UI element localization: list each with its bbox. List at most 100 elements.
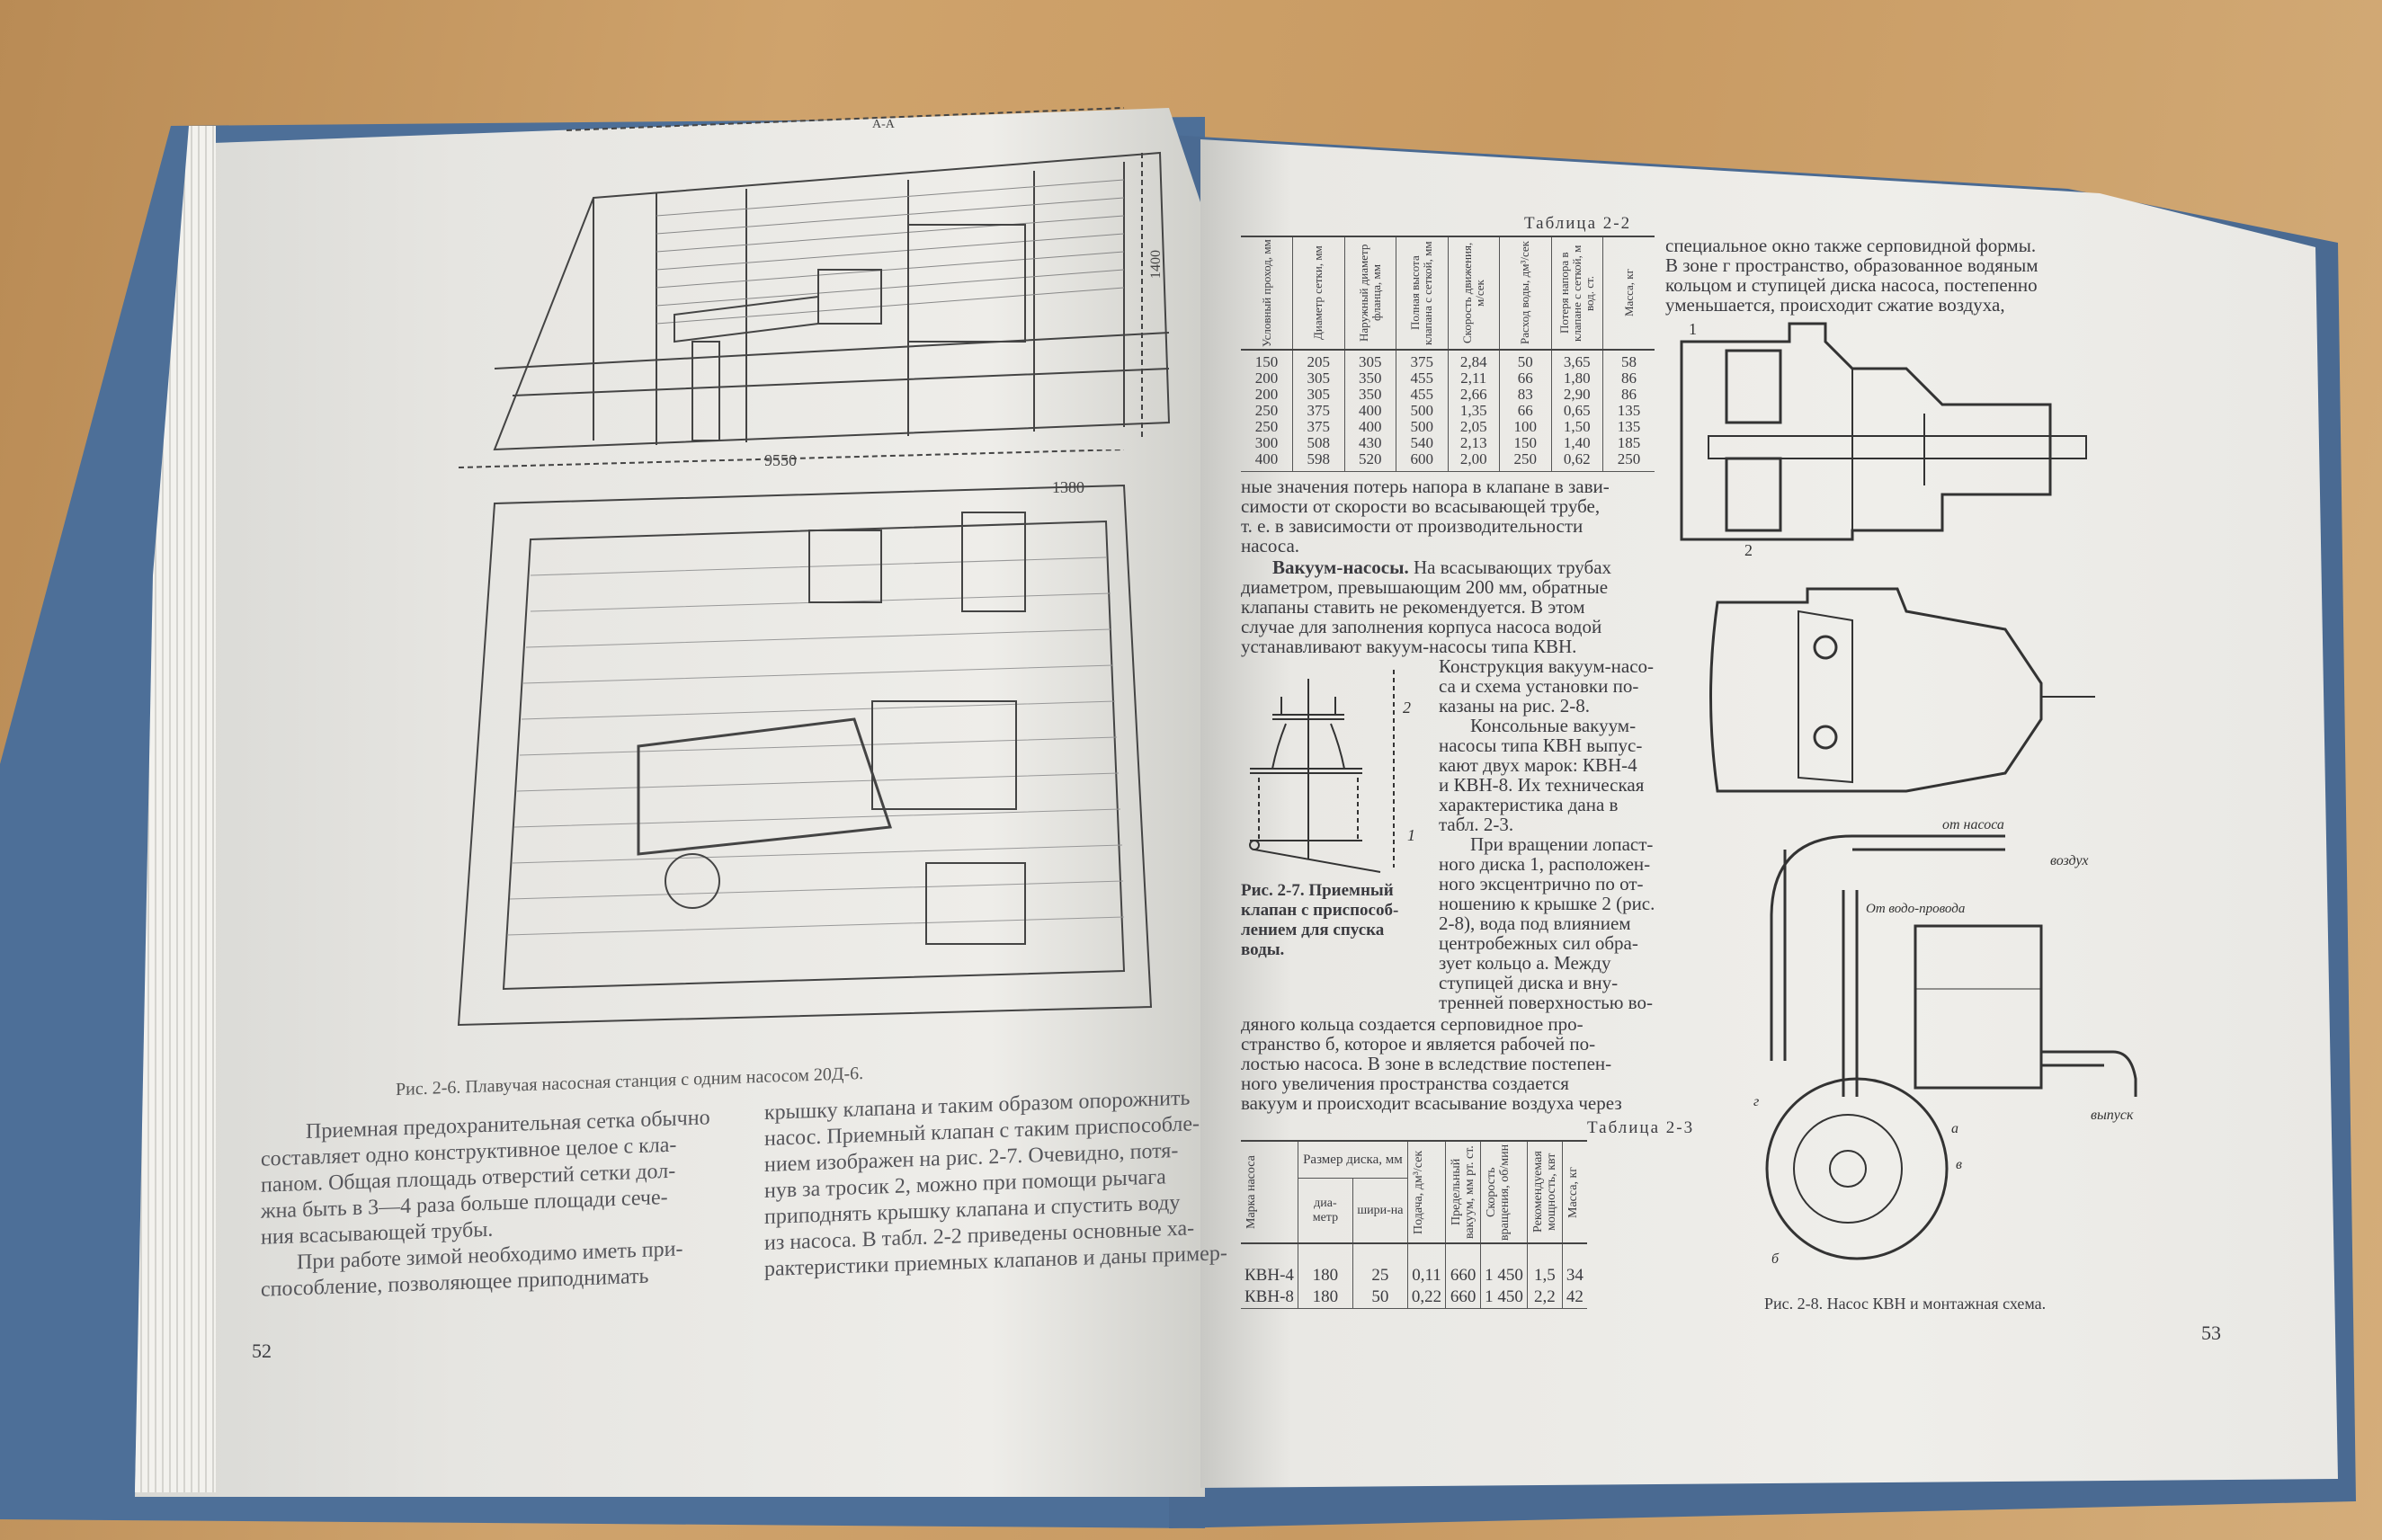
table-cell: 83 [1517, 386, 1533, 403]
text-line: дяного кольца создается серповидное про- [1241, 1013, 1584, 1035]
label-g: г [1753, 1094, 1759, 1109]
text-line: симости от скорости во всасывающей трубе… [1241, 495, 1601, 517]
table-cell: 250 [1254, 418, 1279, 435]
text-after-table: ные значения потерь напора в клапане в з… [1241, 476, 1610, 556]
table-2-2-title: Таблица 2-2 [1524, 214, 1632, 233]
table-header: Наружный диаметр фланца, мм [1356, 244, 1383, 343]
caption-line: клапан с приспособ- [1241, 901, 1399, 920]
table-cell: КВН-8 [1245, 1287, 1294, 1306]
header-power: Рекомендуемая мощность, квт [1530, 1151, 1558, 1233]
table-cell: 3,65 [1563, 353, 1591, 370]
header-speed: Скорость вращения, об/мин [1485, 1144, 1512, 1241]
text-line: са и схема установки по- [1439, 675, 1639, 697]
figure-2-7-caption: Рис. 2-7. Приемный клапан с приспособ- л… [1241, 881, 1398, 960]
label-v: в [1956, 1157, 1962, 1172]
text-line: т. е. в зависимости от производительност… [1241, 515, 1584, 537]
table-cell: 34 [1561, 1243, 1587, 1286]
left-column-1: Приемная предохранительная сетка обычно … [261, 1106, 710, 1301]
text-line: На всасывающих трубах [1413, 556, 1612, 578]
text-line: В зоне г пространство, образованное водя… [1665, 254, 2039, 276]
text-line: тренней поверхностью во- [1439, 992, 1653, 1013]
text-line: странство б, которое и является рабочей … [1241, 1033, 1596, 1055]
table-cell: 500 [1410, 418, 1434, 435]
table-cell: 25 [1352, 1243, 1408, 1286]
figure-2-8-pump-view [1709, 587, 2095, 793]
table-cell: 2,66 [1459, 386, 1487, 403]
table-cell: 86 [1621, 386, 1637, 403]
table-cell: 508 [1307, 434, 1331, 451]
table-cell: 0,22 [1406, 1286, 1446, 1309]
table-cell: 2,90 [1563, 386, 1591, 403]
table-cell: 598 [1307, 450, 1331, 467]
text-line: специальное окно также серповидной формы… [1665, 235, 2037, 256]
table-2-3: Марка насоса Размер диска, мм Подача, дм… [1241, 1140, 1587, 1309]
table-cell: 500 [1410, 402, 1434, 419]
figure-2-6-elevation: А-А 1400 [493, 107, 1171, 451]
table-cell: 300 [1254, 434, 1279, 451]
table-cell: 58 [1621, 353, 1637, 370]
table-cell: 150 [1513, 434, 1538, 451]
text-line: ного диска 1, расположен- [1439, 853, 1651, 875]
table-cell: 205 [1307, 353, 1331, 370]
text-line: клапаны ставить не рекомендуется. В этом [1241, 596, 1585, 618]
figure-2-8-installation-scheme: от насоса воздух От водо-провода выпуск … [1753, 817, 2137, 1267]
header-width: шири-на [1352, 1178, 1408, 1243]
table-cell: 540 [1410, 434, 1434, 451]
full-text: дяного кольца создается серповидное про-… [1241, 1014, 1622, 1113]
table-cell: 185 [1617, 434, 1641, 451]
table-cell: 1 450 [1480, 1286, 1528, 1309]
table-cell: 305 [1307, 369, 1331, 387]
text-line: ступицей диска и вну- [1439, 972, 1619, 993]
text-line: центробежных сил обра- [1439, 932, 1638, 954]
figure-2-8-pump-section: 1 2 [1680, 320, 2087, 557]
table-cell: 250 [1617, 450, 1641, 467]
table-cell: 660 [1445, 1286, 1481, 1309]
dim-height: 1400 [1148, 250, 1164, 279]
table-2-3-title: Таблица 2-3 [1587, 1118, 1695, 1137]
table-cell: 2,05 [1459, 418, 1487, 435]
table-2-2: Условный проход, мм Диаметр сетки, мм Нару… [1241, 236, 1655, 472]
table-header: Потеря напора в клапане с сеткой, м вод.… [1557, 245, 1596, 342]
left-column-2: крышку клапана и таким образом опорожнит… [764, 1086, 1227, 1281]
text-line: вакуум и происходит всасывание воздуха ч… [1241, 1092, 1622, 1114]
caption-line: Рис. 2-7. Приемный [1241, 881, 1394, 900]
table-header: Условный проход, мм [1259, 239, 1273, 347]
table-cell: 250 [1254, 402, 1279, 419]
text-line: казаны на рис. 2-8. [1439, 695, 1591, 717]
label-2: 2 [1744, 541, 1753, 557]
text-line: уменьшается, происходит сжатие воздуха, [1665, 294, 2005, 316]
label-1: 1 [1407, 826, 1415, 844]
table-header: Скорость движения, м/сек [1459, 242, 1486, 344]
table-cell: 50 [1517, 353, 1533, 370]
vacuum-heading: Вакуум-насосы. [1272, 556, 1409, 578]
table-cell: 66 [1517, 369, 1533, 387]
text-line: насоса. [1241, 535, 1300, 556]
table-cell: 600 [1410, 450, 1434, 467]
table-cell: 1,80 [1563, 369, 1591, 387]
table-cell: КВН-4 [1245, 1266, 1294, 1285]
table-cell: 2,00 [1459, 450, 1487, 467]
table-cell: 660 [1445, 1243, 1481, 1286]
table-cell: 135 [1617, 402, 1641, 419]
table-cell: 455 [1410, 369, 1434, 387]
table-cell: 350 [1359, 369, 1382, 387]
text-line: Конструкция вакуум-насо- [1439, 655, 1655, 677]
table-header: Расход воды, дм³/сек [1518, 241, 1532, 345]
text-line: 2-8), вода под влиянием [1439, 912, 1631, 934]
text-line: случае для заполнения корпуса насоса вод… [1241, 616, 1602, 637]
table-header: Диаметр сетки, мм [1311, 245, 1325, 341]
header-diameter: диа-метр [1297, 1178, 1353, 1243]
section-label: А-А [872, 118, 896, 131]
text-line: ного эксцентрично по от- [1439, 873, 1644, 895]
header-disk: Размер диска, мм [1297, 1141, 1408, 1179]
table-header: Масса, кг [1621, 269, 1636, 317]
table-cell: 1,50 [1563, 418, 1591, 435]
air-label: воздух [2050, 853, 2088, 868]
